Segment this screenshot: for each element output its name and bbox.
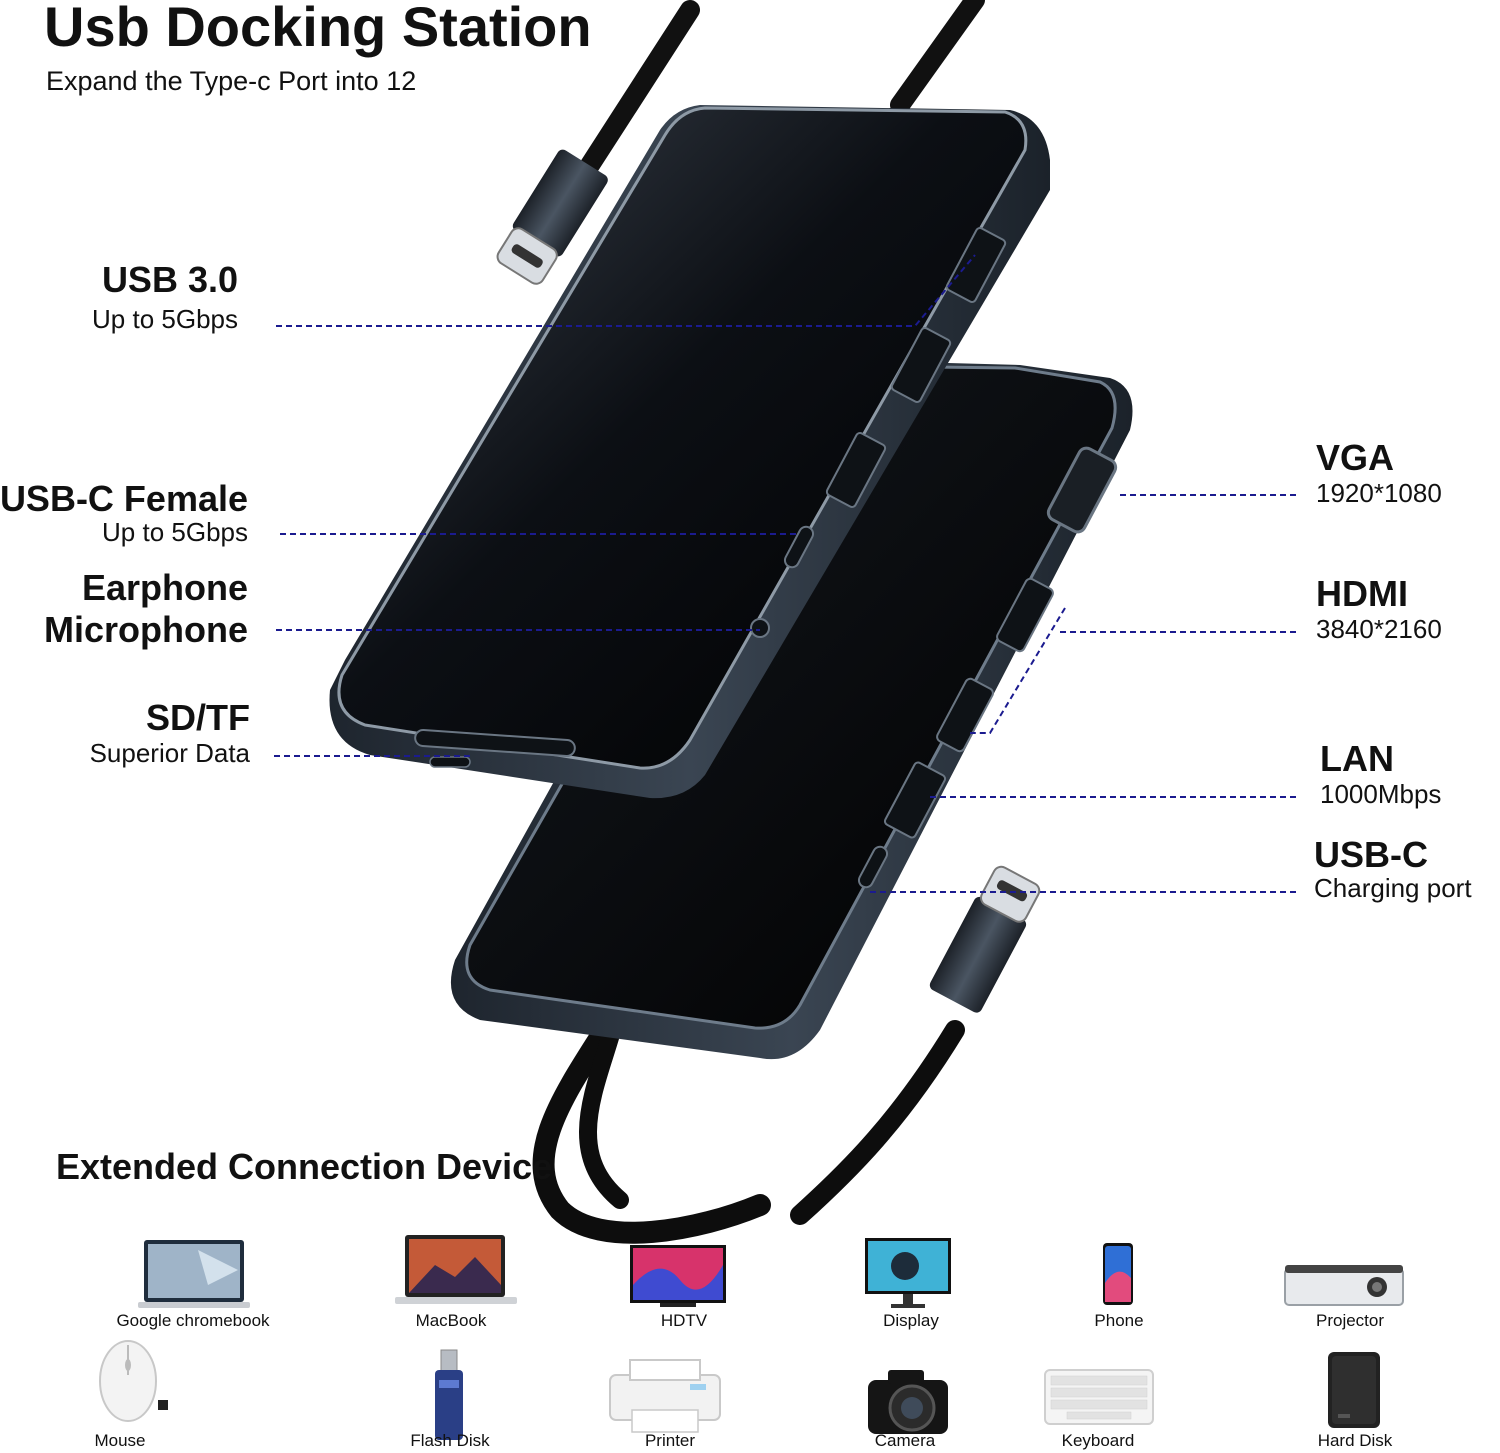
leader-lines xyxy=(274,254,1300,893)
port-desc: 1000Mbps xyxy=(1320,779,1442,809)
port-name: USB-C Female xyxy=(0,478,248,519)
laptop-icon xyxy=(395,1235,517,1304)
port-label-usb30: USB 3.0 Up to 5Gbps xyxy=(92,259,238,334)
cable-bottom xyxy=(532,1011,965,1244)
camera-icon xyxy=(868,1370,948,1434)
port-label-lan: LAN 1000Mbps xyxy=(1320,738,1442,809)
device-label: Keyboard xyxy=(1061,1431,1135,1450)
port-desc: 1920*1080 xyxy=(1316,478,1442,508)
laptop-icon xyxy=(138,1240,250,1308)
monitor-icon xyxy=(865,1238,951,1308)
keyboard-icon xyxy=(1044,1369,1154,1425)
port-desc: Microphone xyxy=(44,609,248,650)
port-desc: Charging port xyxy=(1314,873,1472,903)
port-name: USB 3.0 xyxy=(101,259,238,300)
cable-top xyxy=(580,0,985,175)
port-desc: Up to 5Gbps xyxy=(92,304,238,334)
phone-icon xyxy=(1103,1243,1133,1305)
port-name: Earphone xyxy=(81,567,248,608)
page-title: Usb Docking Station xyxy=(44,0,592,58)
device-label: Flash Disk xyxy=(410,1431,490,1450)
hard-disk-icon xyxy=(1328,1352,1380,1428)
tv-icon xyxy=(630,1245,726,1307)
device-label: HDTV xyxy=(660,1311,708,1330)
device-label: Google chromebook xyxy=(116,1311,270,1330)
device-label: Mouse xyxy=(94,1431,146,1450)
usb-c-plug-bottom xyxy=(929,865,1041,1013)
port-desc: Superior Data xyxy=(89,738,250,768)
printer-icon xyxy=(609,1359,721,1433)
device-label: Projector xyxy=(1315,1311,1385,1330)
page-subtitle: Expand the Type-c Port into 12 xyxy=(46,66,417,96)
port-name: SD/TF xyxy=(146,697,250,738)
section-title: Extended Connection Device xyxy=(56,1146,553,1187)
port-desc: Up to 5Gbps xyxy=(102,517,248,547)
port-label-usbc-charging: USB-C Charging port xyxy=(1314,834,1472,903)
device-label: Display xyxy=(883,1311,939,1330)
device-label: Printer xyxy=(644,1431,696,1450)
usb-c-plug-top xyxy=(496,149,608,285)
port-name: HDMI xyxy=(1316,573,1408,614)
device-label: MacBook xyxy=(415,1311,487,1330)
port-name: VGA xyxy=(1316,437,1395,478)
hub-lower-ports xyxy=(857,446,1118,889)
mouse-icon xyxy=(99,1340,168,1422)
port-label-vga: VGA 1920*1080 xyxy=(1316,437,1442,508)
hub-upper-ports xyxy=(414,226,1007,768)
flash-disk-icon xyxy=(435,1349,463,1440)
port-label-earphone: Earphone Microphone xyxy=(44,570,248,648)
port-label-hdmi: HDMI 3840*2160 xyxy=(1316,573,1442,644)
device-label: Phone xyxy=(1094,1311,1144,1330)
projector-icon xyxy=(1284,1265,1404,1306)
device-label: Hard Disk xyxy=(1317,1431,1393,1450)
port-desc: 3840*2160 xyxy=(1316,614,1442,644)
port-name: LAN xyxy=(1320,738,1394,779)
port-label-sdtf: SD/TF Superior Data xyxy=(89,697,250,768)
port-name: USB-C xyxy=(1314,834,1428,875)
device-label: Camera xyxy=(874,1431,936,1450)
port-label-usbc-female: USB-C Female Up to 5Gbps xyxy=(0,478,248,547)
